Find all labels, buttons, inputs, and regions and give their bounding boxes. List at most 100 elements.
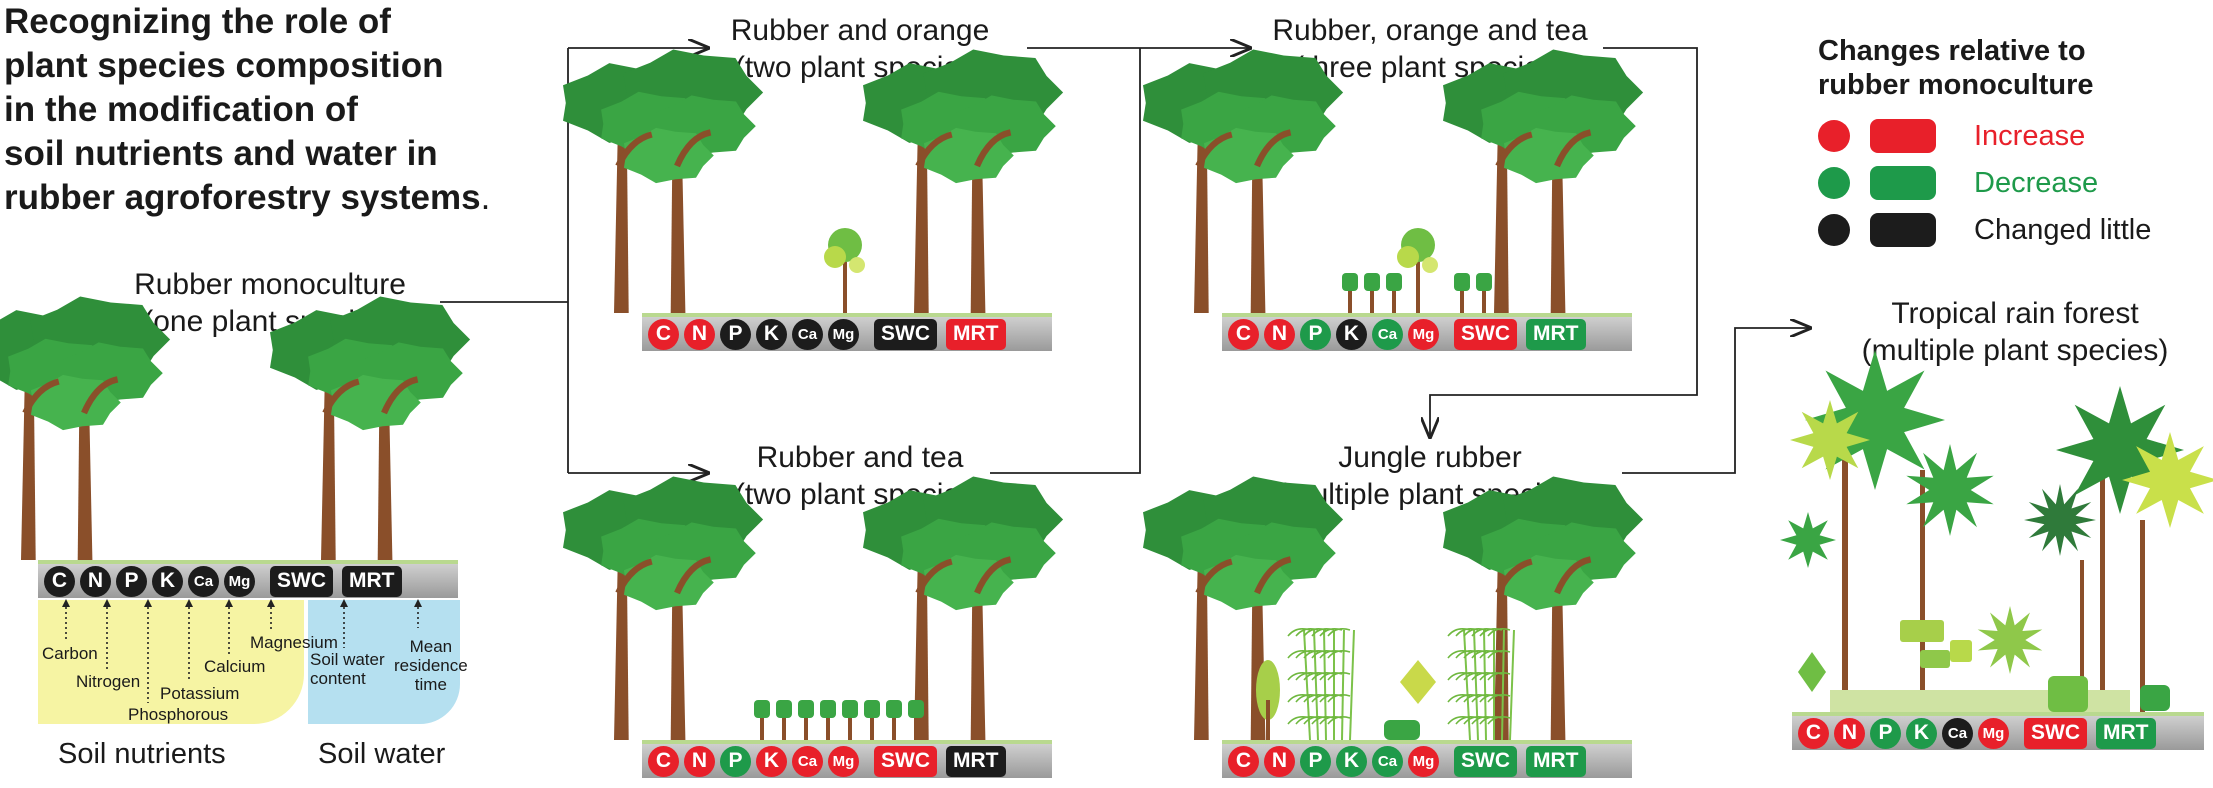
soil-nutrients-caption: Soil nutrients bbox=[58, 738, 226, 770]
tea-stem-icon bbox=[1482, 289, 1486, 313]
label-phosphorous: Phosphorous bbox=[128, 705, 229, 724]
orange-trunk-icon bbox=[1416, 257, 1420, 313]
soil-water-caption: Soil water bbox=[318, 738, 446, 770]
tea-stem-icon bbox=[892, 716, 896, 740]
tea-bush-icon bbox=[1476, 273, 1492, 291]
tea-bush-icon bbox=[1386, 273, 1402, 291]
badge-mg: Mg bbox=[224, 565, 255, 597]
soil-nutrients-zone bbox=[38, 600, 304, 724]
badge-c: C bbox=[1228, 745, 1259, 777]
soil-water-zone bbox=[308, 600, 460, 724]
badge-ca: Ca bbox=[1372, 318, 1403, 350]
forest-canopy-icon bbox=[1790, 400, 1870, 480]
label-nitrogen: Nitrogen bbox=[76, 672, 141, 691]
badge-swc: SWC bbox=[270, 565, 333, 597]
tea-stem-icon bbox=[760, 716, 764, 740]
tea-stem-icon bbox=[1460, 289, 1464, 313]
badge-ca: Ca bbox=[1942, 717, 1973, 749]
changed-little-dot-icon bbox=[1818, 214, 1850, 246]
badge-mg: Mg bbox=[1978, 717, 2009, 749]
badge-ca: Ca bbox=[1372, 745, 1403, 777]
badge-mg: Mg bbox=[828, 745, 859, 777]
forest-canopy-icon bbox=[2122, 432, 2213, 528]
badge-mrt: MRT bbox=[946, 745, 1006, 777]
bamboo-icon bbox=[1509, 629, 1515, 741]
badge-n: N bbox=[80, 565, 111, 597]
badge-n: N bbox=[1264, 318, 1295, 350]
legend: Changes relative to rubber monoculture I… bbox=[1818, 34, 2151, 250]
bamboo-icon bbox=[1313, 629, 1319, 741]
tea-stem-icon bbox=[1370, 289, 1374, 313]
tea-bush-icon bbox=[908, 700, 924, 718]
badge-n: N bbox=[1834, 717, 1865, 749]
legend-item-changed-little: Changed little bbox=[1818, 210, 2151, 250]
badge-k: K bbox=[1906, 717, 1937, 749]
forest-canopy-icon bbox=[2024, 484, 2096, 556]
badge-k: K bbox=[756, 318, 787, 350]
badge-k: K bbox=[1336, 318, 1367, 350]
orange-trunk-icon bbox=[843, 257, 847, 313]
badge-mg: Mg bbox=[1408, 745, 1439, 777]
badge-c: C bbox=[1798, 717, 1829, 749]
label-calcium: Calcium bbox=[204, 657, 266, 676]
badge-mrt: MRT bbox=[342, 565, 402, 597]
badge-p: P bbox=[1300, 745, 1331, 777]
forest-trunk-icon bbox=[1842, 440, 1848, 712]
badge-c: C bbox=[648, 745, 679, 777]
decrease-dot-icon bbox=[1818, 167, 1850, 199]
bamboo-icon bbox=[1501, 629, 1505, 741]
legend-item-decrease: Decrease bbox=[1818, 163, 2151, 203]
badge-swc: SWC bbox=[1454, 745, 1517, 777]
tea-bush-icon bbox=[886, 700, 902, 718]
tea-stem-icon bbox=[848, 716, 852, 740]
changed-little-rect-icon bbox=[1870, 213, 1936, 247]
tea-bush-icon bbox=[1454, 273, 1470, 291]
badge-n: N bbox=[684, 318, 715, 350]
badge-swc: SWC bbox=[1454, 318, 1517, 350]
badge-ca: Ca bbox=[792, 318, 823, 350]
tea-bush-icon bbox=[776, 700, 792, 718]
tea-stem-icon bbox=[1392, 289, 1396, 313]
understory-shrub-icon bbox=[1400, 660, 1436, 704]
tea-stem-icon bbox=[804, 716, 808, 740]
understory-tree-icon bbox=[1256, 660, 1280, 720]
badge-swc: SWC bbox=[874, 318, 937, 350]
bamboo-icon bbox=[1303, 629, 1311, 741]
badge-n: N bbox=[1264, 745, 1295, 777]
increase-rect-icon bbox=[1870, 119, 1936, 153]
bamboo-icon bbox=[1483, 629, 1487, 741]
tea-stem-icon bbox=[826, 716, 830, 740]
label-magnesium: Magnesium bbox=[250, 633, 338, 652]
badge-c: C bbox=[44, 565, 75, 597]
forest-canopy-icon bbox=[1780, 512, 1836, 568]
badge-p: P bbox=[1300, 318, 1331, 350]
legend-item-increase: Increase bbox=[1818, 116, 2151, 156]
badge-k: K bbox=[152, 565, 183, 597]
badge-p: P bbox=[116, 565, 147, 597]
bamboo-icon bbox=[1463, 629, 1471, 741]
increase-dot-icon bbox=[1818, 120, 1850, 152]
badge-mrt: MRT bbox=[946, 318, 1006, 350]
badge-mrt: MRT bbox=[1526, 318, 1586, 350]
figure-title: Recognizing the role of plant species co… bbox=[4, 2, 491, 217]
caption-tropical-rain-forest: Tropical rain forest (multiple plant spe… bbox=[1861, 297, 2169, 367]
badge-mg: Mg bbox=[828, 318, 859, 350]
tea-bush-icon bbox=[842, 700, 858, 718]
label-potassium: Potassium bbox=[160, 684, 240, 703]
bamboo-icon bbox=[1349, 629, 1355, 741]
badge-p: P bbox=[720, 745, 751, 777]
tea-bush-icon bbox=[864, 700, 880, 718]
tea-stem-icon bbox=[870, 716, 874, 740]
badge-ca: Ca bbox=[792, 745, 823, 777]
badge-mg: Mg bbox=[1408, 318, 1439, 350]
